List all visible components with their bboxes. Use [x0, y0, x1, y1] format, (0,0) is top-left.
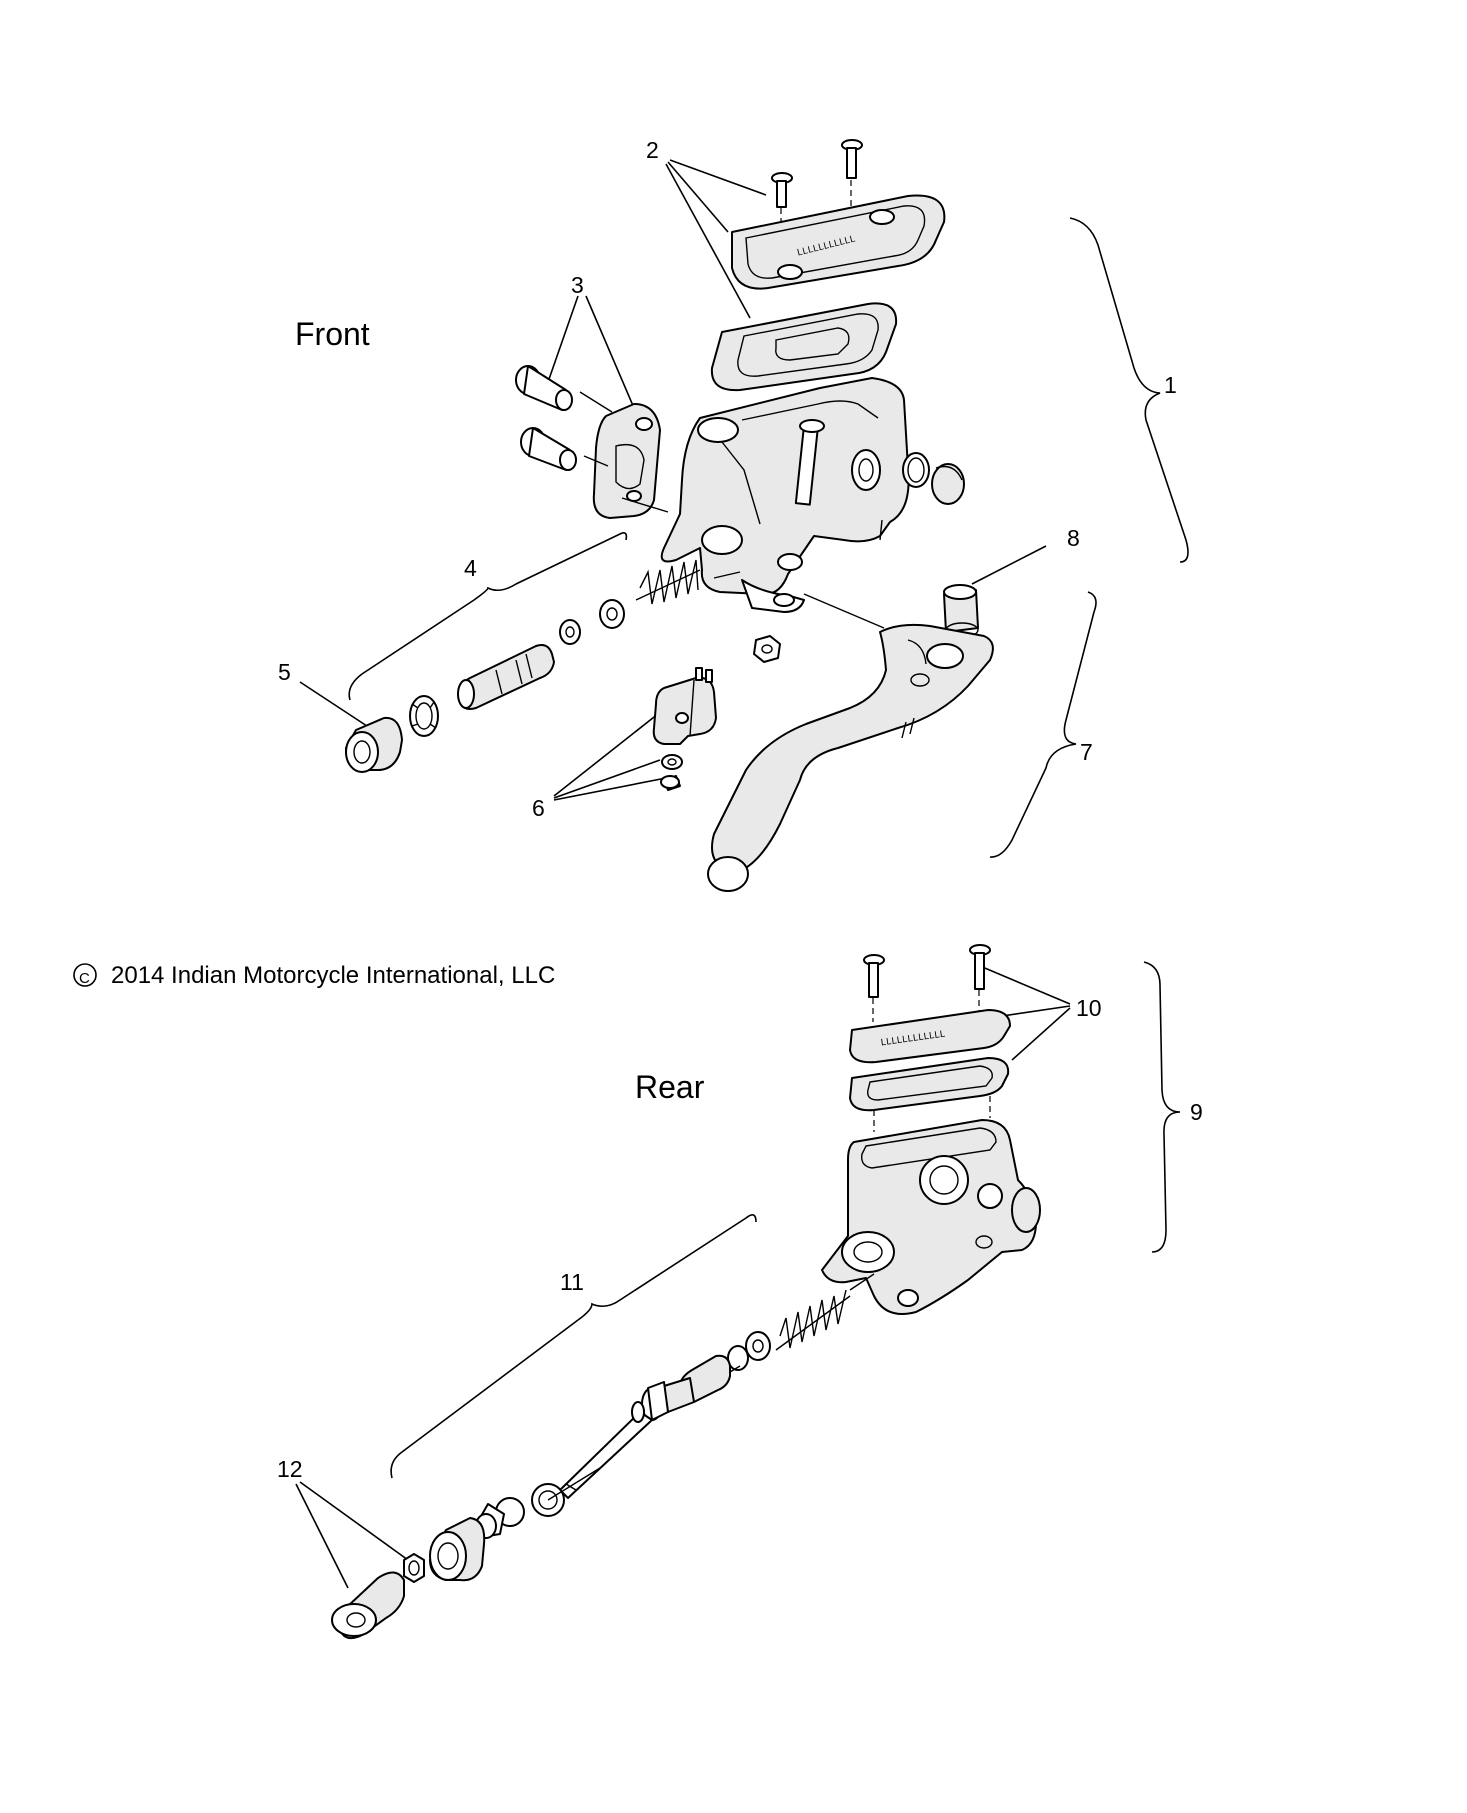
brace-9	[1143, 961, 1181, 1253]
callout-8: 8	[1067, 525, 1080, 551]
brake-light-switch	[652, 667, 717, 745]
brace-7	[989, 591, 1097, 858]
rear-diaphragm	[849, 1057, 1010, 1132]
brace-11	[390, 1214, 757, 1479]
front-section-label: Front	[295, 316, 370, 352]
copyright-notice: C 2014 Indian Motorcycle International, …	[73, 962, 555, 989]
retaining-circlip	[409, 695, 439, 737]
rear-piston-washers	[727, 1331, 771, 1371]
callout-5: 5	[278, 659, 291, 685]
lever-bushing	[943, 584, 979, 638]
clevis-lock-nut	[403, 1553, 425, 1583]
rear-section-label: Rear	[635, 1069, 705, 1105]
pivot-nut	[753, 635, 781, 663]
handlebar-clamp	[592, 403, 661, 519]
front-piston	[457, 644, 555, 710]
piston-washers	[559, 599, 625, 645]
callout-1: 1	[1164, 372, 1177, 398]
callout-9: 9	[1190, 1099, 1203, 1125]
front-master-cylinder-body	[660, 377, 910, 613]
rear-master-cylinder-body	[821, 1119, 1041, 1315]
rear-master-cylinder-assembly: LLLLLLLLLLLL	[331, 944, 1041, 1640]
reservoir-cover-screws	[771, 139, 863, 240]
reservoir-diaphragm	[710, 302, 898, 392]
callout-2: 2	[646, 137, 659, 163]
clamp-bolts	[515, 365, 577, 471]
piston-spring	[635, 559, 701, 605]
copyright-circle	[73, 963, 97, 987]
brake-lever	[707, 623, 994, 892]
callout-10: 10	[1076, 995, 1102, 1021]
brace-1	[1069, 217, 1189, 563]
callout-12: 12	[277, 1456, 303, 1482]
rear-piston-spring	[775, 1289, 851, 1351]
leader-lines	[295, 159, 1071, 1589]
copyright-text: 2014 Indian Motorcycle International, LL…	[111, 962, 555, 989]
callout-3: 3	[571, 272, 584, 298]
rear-pushrod-retainer	[475, 1483, 565, 1539]
rear-reservoir-cover: LLLLLLLLLLLL	[849, 1009, 1011, 1064]
brace-4	[348, 532, 628, 701]
callout-6: 6	[532, 795, 545, 821]
reservoir-cover: LLLLLLLLLLL	[731, 194, 946, 290]
callout-7: 7	[1080, 739, 1093, 765]
callout-11: 11	[560, 1269, 584, 1295]
rear-cover-screws	[863, 944, 991, 1022]
callout-4: 4	[464, 555, 477, 581]
clevis	[331, 1571, 405, 1640]
dust-boot	[345, 716, 403, 773]
copyright-symbol-letter: C	[79, 970, 90, 987]
switch-screw	[660, 754, 683, 791]
rear-piston	[559, 1354, 731, 1499]
sight-glass	[902, 452, 965, 505]
rear-dust-boot	[429, 1517, 486, 1582]
front-master-cylinder-assembly: LLLLLLLLLLL	[345, 139, 994, 892]
